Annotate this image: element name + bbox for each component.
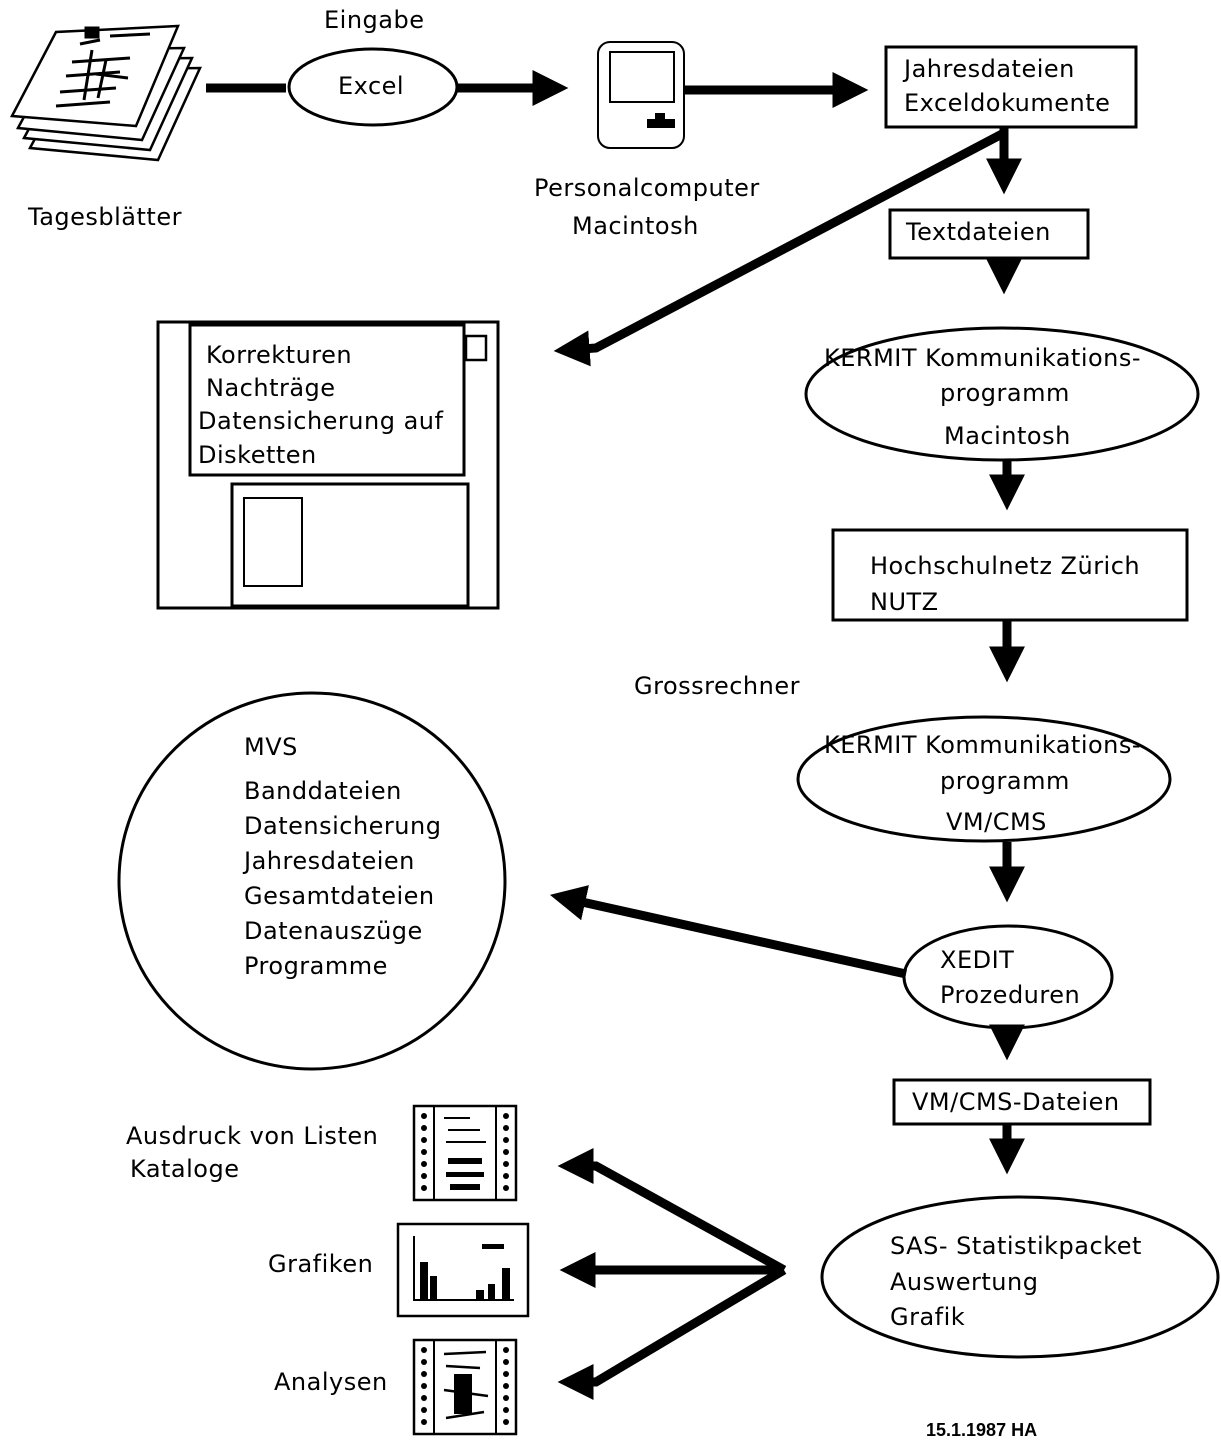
diskette-line3: Datensicherung auf [198,407,444,435]
text-files-label: Textdateien [906,218,1051,246]
pc-label-line1: Personalcomputer [534,174,760,202]
vm-files-label: VM/CMS-Dateien [912,1088,1120,1116]
kermit-vm-line3: VM/CMS [946,808,1047,836]
text-files-box [888,208,1090,260]
listings-line1: Ausdruck von Listen [126,1122,379,1150]
kermit-vm-line2: programm [940,767,1070,795]
kermit-mac-line2: programm [940,379,1070,407]
sas-line1: SAS- Statistikpacket [890,1232,1142,1260]
mvs-item: Programme [244,952,388,980]
analysis-printout-icon [412,1338,518,1436]
arrow-to-diskette [553,130,1005,367]
annual-files-line1: Jahresdateien [904,55,1075,83]
kermit-vm-ellipse [796,715,1172,843]
arrow-sas-to-analyses [557,1266,787,1400]
annual-files-box [884,45,1138,129]
diskette-line2: Nachträge [206,374,336,402]
bar-chart-printout-icon [396,1222,530,1318]
daily-sheets-label: Tagesblätter [28,203,182,231]
analyses-label: Analysen [274,1368,388,1396]
xedit-line2: Prozeduren [940,981,1081,1009]
arrow-sas-to-listings [557,1148,787,1274]
sas-ellipse [820,1195,1220,1359]
macintosh-icon [597,41,685,149]
graphics-label: Grafiken [268,1250,374,1278]
vm-files-box [892,1078,1152,1126]
diskette-icon [156,320,500,610]
pc-label-line2: Macintosh [572,212,699,240]
mvs-title: MVS [244,733,298,761]
diskette-line1: Korrekturen [206,341,353,369]
mvs-item: Datensicherung [244,812,442,840]
listing-printout-icon [412,1104,518,1202]
xedit-ellipse [902,924,1114,1030]
kermit-vm-line1: KERMIT Kommunikations- [824,731,1142,759]
arrow-xedit-to-mvs [549,885,907,979]
mvs-item: Datenauszüge [244,917,423,945]
mvs-item: Banddateien [244,777,402,805]
xedit-line1: XEDIT [940,946,1015,974]
mainframe-label: Grossrechner [634,672,800,700]
kermit-mac-ellipse [804,326,1200,462]
network-line1: Hochschulnetz Zürich [870,552,1141,580]
kermit-mac-line1: KERMIT Kommunikations- [824,344,1142,372]
diskette-line4: Disketten [198,441,317,469]
mvs-item: Gesamtdateien [244,882,435,910]
flow-arrows [206,70,1025,1400]
mvs-item: Jahresdateien [244,847,415,875]
date-signature: 15.1.1987 HA [926,1420,1038,1440]
sas-line2: Auswertung [890,1268,1039,1296]
excel-label: Excel [338,72,405,100]
input-label: Eingabe [324,6,425,34]
network-line2: NUTZ [870,588,939,616]
kermit-mac-line3: Macintosh [944,422,1071,450]
mvs-circle [117,691,507,1071]
listings-line2: Kataloge [130,1155,240,1183]
paper-stack-icon [10,24,202,162]
annual-files-line2: Exceldokumente [904,89,1111,117]
sas-line3: Grafik [890,1303,966,1331]
